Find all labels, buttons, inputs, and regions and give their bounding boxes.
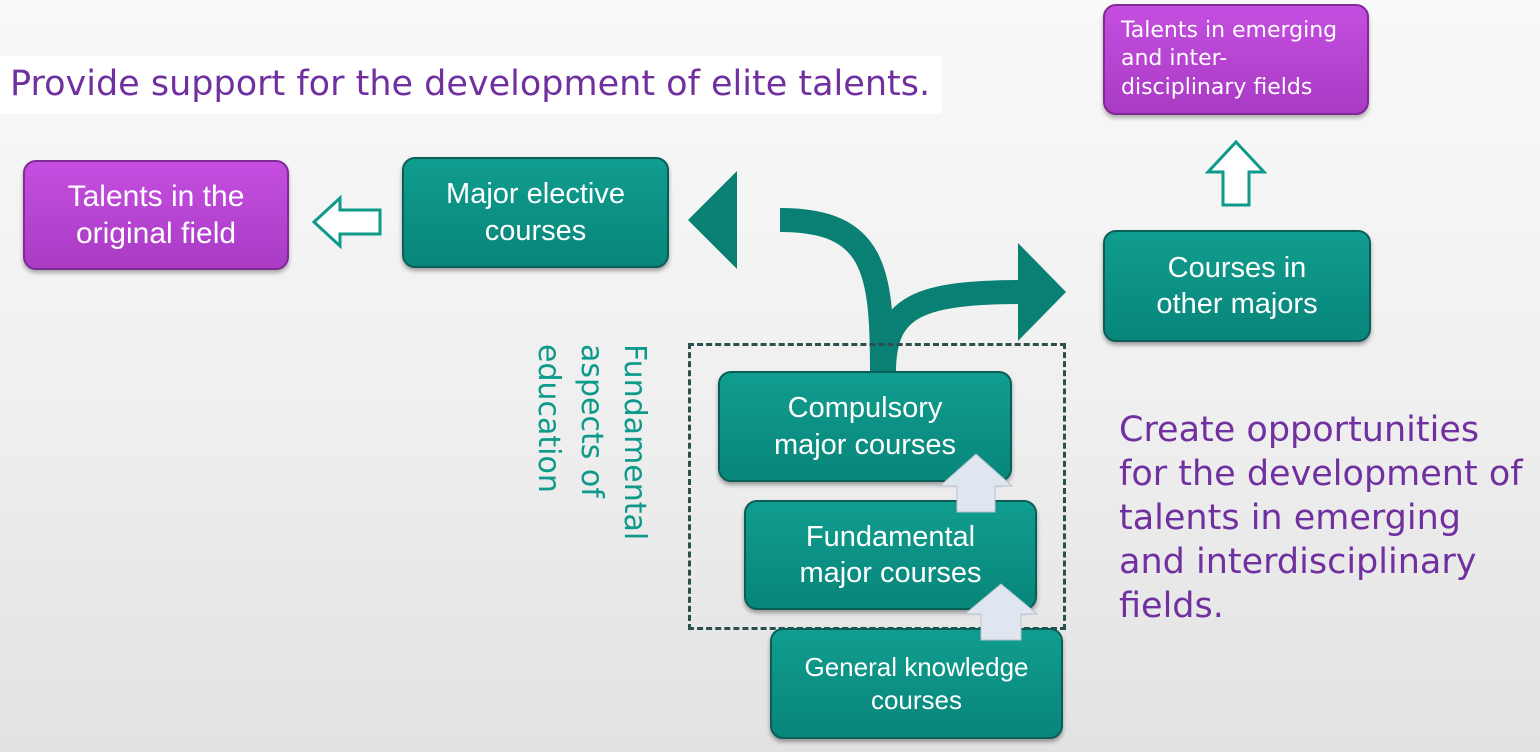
curved-arrow-right-head (1018, 243, 1066, 341)
opportunities-note: Create opportunities for the development… (1119, 408, 1523, 628)
talents-emerging-line1: Talents in emerging (1121, 17, 1338, 43)
fundamental-aspects-label: Fundamental aspects of education (531, 344, 652, 541)
general-knowledge-line2: courses (870, 684, 963, 715)
major-elective-courses-box: Major elective courses (402, 157, 669, 268)
block-arrow-up-to-compulsory (938, 453, 1014, 513)
fundamental-line1: Fundamental (805, 520, 976, 553)
compulsory-line2: major courses (773, 428, 957, 461)
other-majors-line1: Courses in (1167, 251, 1307, 284)
major-elective-line2: courses (484, 214, 587, 247)
opportunities-note-line3: talents in emerging (1119, 498, 1462, 538)
headline: Provide support for the development of e… (10, 62, 930, 106)
curved-arrow-left-head (688, 171, 737, 269)
hollow-arrow-left (311, 194, 382, 250)
opportunities-note-line5: fields. (1119, 586, 1224, 626)
talents-emerging-line3: disciplinary fields (1121, 74, 1313, 100)
compulsory-major-courses-box: Compulsory major courses (718, 371, 1012, 482)
opportunities-note-line4: and interdisciplinary (1119, 542, 1477, 582)
talents-emerging-fields-box: Talents in emerging and inter- disciplin… (1103, 4, 1369, 115)
headline-text: Provide support for the development of e… (10, 64, 931, 104)
talents-original-field-box: Talents in the original field (23, 160, 289, 270)
general-knowledge-courses-box: General knowledge courses (770, 628, 1063, 739)
block-arrow-up-to-fundamental (963, 583, 1039, 641)
other-majors-line2: other majors (1156, 288, 1318, 320)
compulsory-line1: Compulsory (787, 392, 943, 425)
curved-arrow-right (872, 280, 1026, 373)
major-elective-line1: Major elective (446, 178, 625, 211)
headline-background (0, 56, 942, 114)
opportunities-note-line2: for the development of (1119, 454, 1523, 494)
general-knowledge-line1: General knowledge (804, 652, 1029, 682)
courses-other-majors-box: Courses in other majors (1103, 230, 1371, 342)
talents-original-line2: original field (75, 217, 237, 250)
fundamental-major-courses-box: Fundamental major courses (744, 500, 1037, 610)
talents-emerging-line2: and inter- (1121, 46, 1228, 72)
fundamental-line2: major courses (799, 557, 982, 589)
hollow-arrow-up (1204, 139, 1268, 207)
opportunities-note-line1: Create opportunities (1119, 410, 1480, 450)
talents-original-line1: Talents in the (67, 179, 245, 213)
